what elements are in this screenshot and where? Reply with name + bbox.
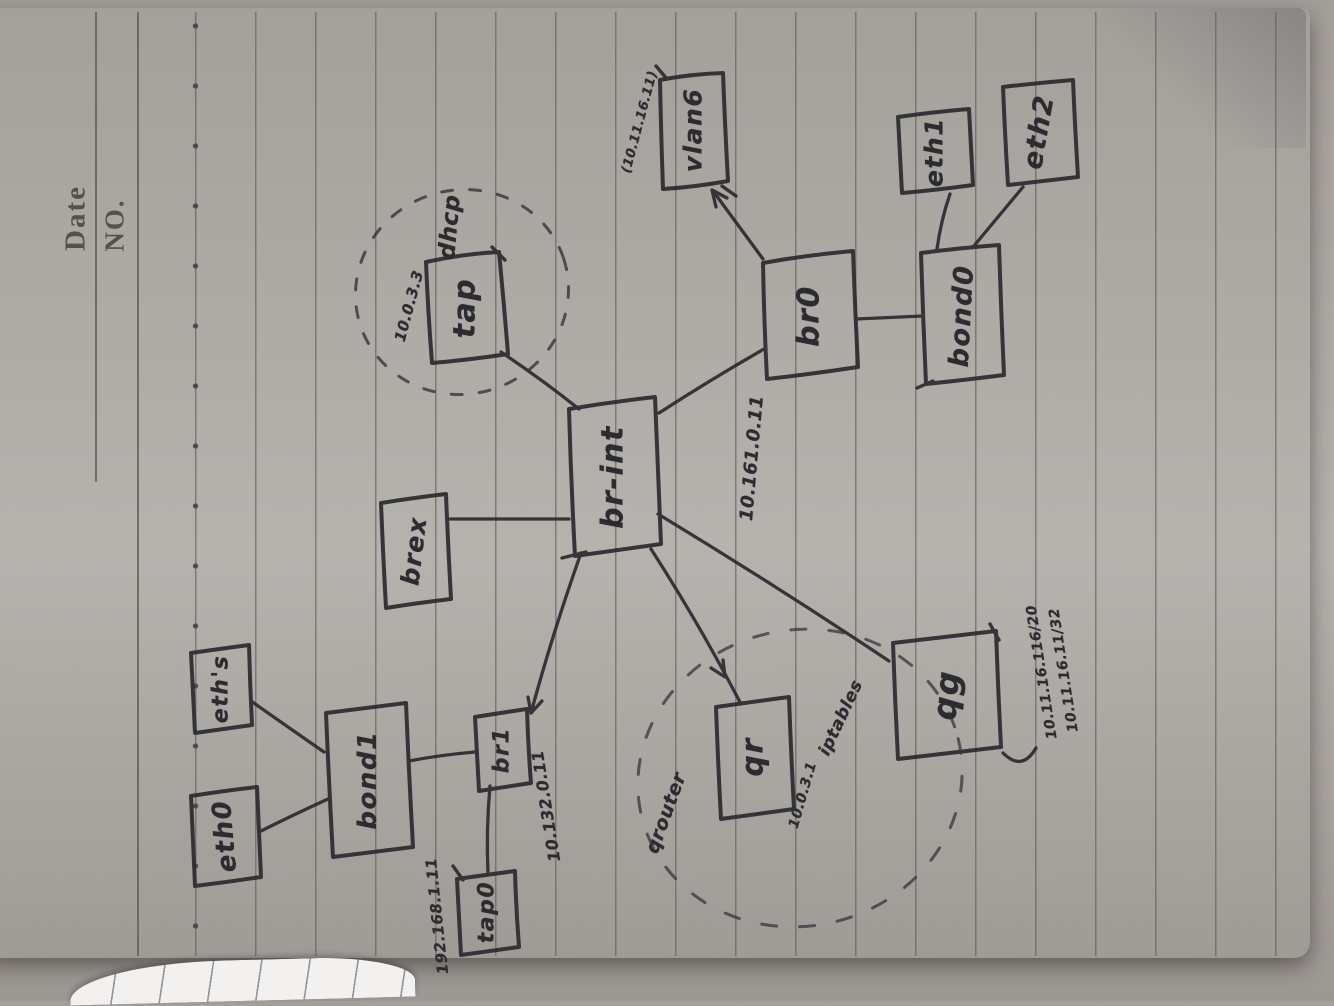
arrowheads [526, 188, 729, 715]
box-eth2 [1001, 78, 1080, 187]
box-br1 [473, 707, 533, 793]
edge-brint-br0 [657, 347, 766, 415]
node-label-br-int: br-int [595, 425, 631, 529]
box-eth0 [189, 785, 263, 888]
edge-brint-qr [649, 547, 743, 706]
arrow-into-qr [709, 658, 727, 679]
dashed-regions [353, 188, 964, 929]
box-bond0 [919, 243, 1006, 386]
node-label-bond0: bond0 [943, 263, 981, 369]
arrow-into-br1 [526, 695, 544, 715]
edge-brint-qg [656, 512, 891, 663]
header-rule-no [137, 12, 139, 956]
node-label-tap: tap [447, 277, 483, 339]
edge-bond1-br1 [407, 750, 477, 763]
cloud-dhcp [353, 188, 571, 396]
box-eth1 [896, 107, 975, 195]
arrow-into-vlan6 [710, 188, 729, 209]
edge-br0-bond0 [854, 314, 925, 321]
box-br-int [567, 395, 663, 558]
edge-eth0-bond1 [259, 797, 330, 833]
node-label-qg: qg [924, 668, 968, 722]
date-label: Date [59, 185, 92, 251]
ruled-lines [195, 12, 1295, 956]
edge-brint-br1 [529, 551, 583, 715]
node-label-br0: br0 [791, 285, 827, 347]
connectors [249, 185, 1038, 876]
edge-eths-bond1 [249, 699, 326, 754]
node-label-vlan6: vlan6 [678, 87, 708, 173]
edge-bond0-eth1 [935, 192, 952, 251]
edge-br1-tap0 [485, 784, 492, 876]
node-boxes [189, 64, 1080, 957]
box-brex [379, 492, 453, 610]
box-tap0 [455, 869, 521, 957]
node-label-br1: br1 [489, 726, 515, 774]
no-label: NO. [99, 198, 130, 252]
margin-dots [192, 12, 199, 952]
edge-br0-vlan6 [711, 189, 765, 261]
node-label-eth0: eth0 [206, 798, 244, 874]
qg-ip-bracket [1001, 746, 1038, 763]
header-rule-date [95, 12, 97, 482]
node-label-tap0: tap0 [474, 880, 500, 944]
ellipse-qrouter [636, 627, 964, 929]
box-qr [714, 695, 796, 821]
box-qg [891, 629, 1003, 761]
edge-bond0-eth2 [971, 185, 1025, 249]
box-vlan6 [658, 71, 730, 191]
node-label-bond1: bond1 [353, 730, 383, 830]
box-tap [424, 250, 510, 365]
node-label-eth1: eth1 [919, 116, 949, 188]
box-br0 [761, 249, 860, 381]
box-bond1 [324, 701, 415, 859]
edge-tap-brint [499, 350, 581, 411]
node-label-qr: qr [735, 737, 771, 777]
sketch-ticks [451, 64, 1001, 882]
box-eths [189, 643, 254, 735]
node-label-eths: eth's [208, 654, 234, 724]
